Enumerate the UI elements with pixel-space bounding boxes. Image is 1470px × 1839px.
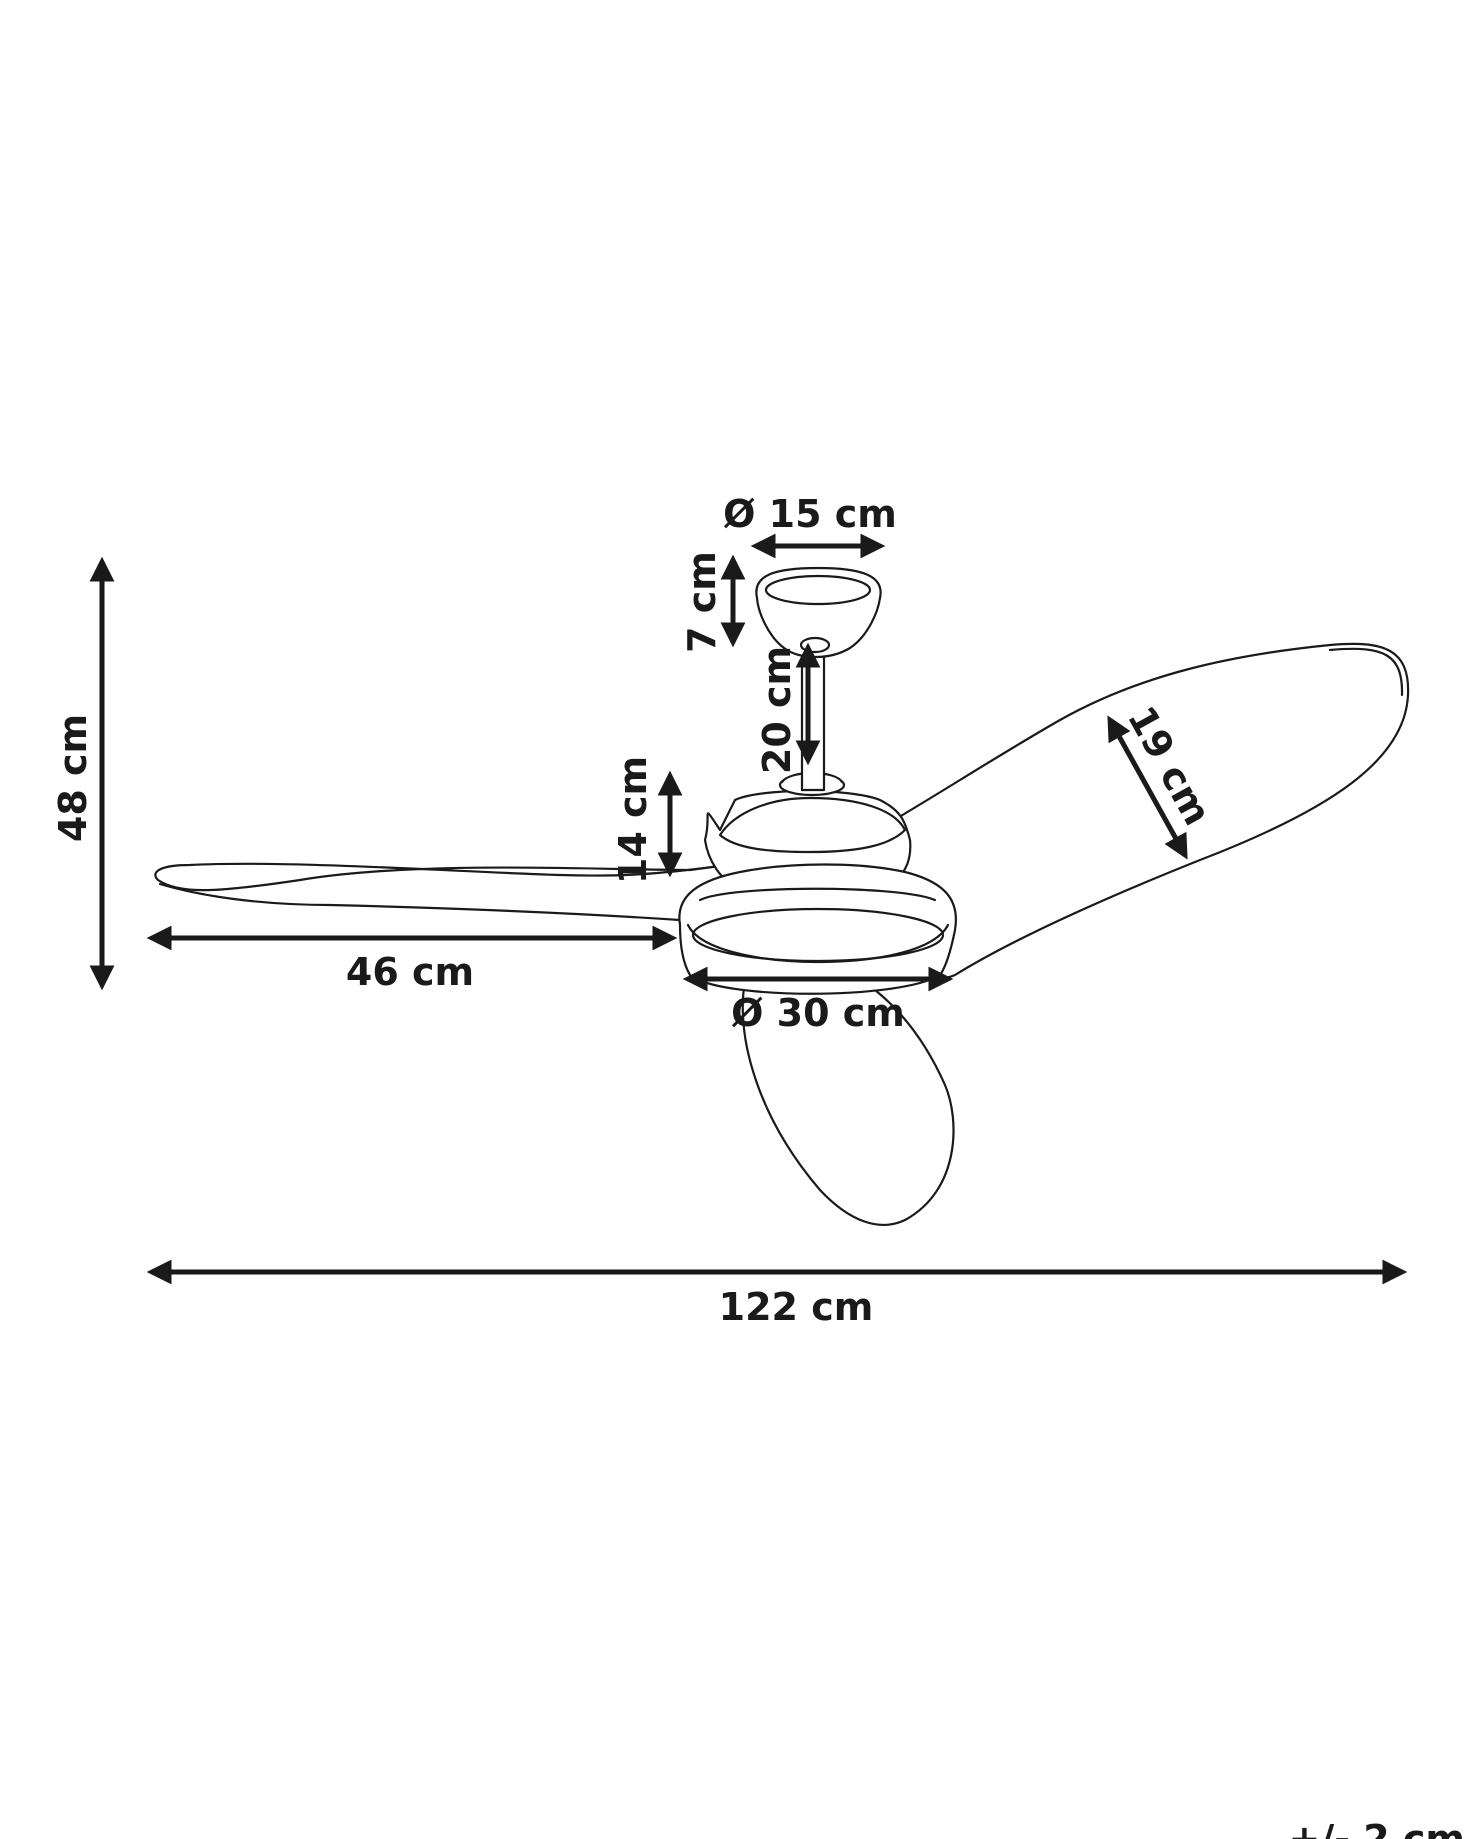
blade-length-label: 46 cm: [346, 950, 474, 994]
tolerance-label: +/- 2 cm: [1288, 1817, 1465, 1839]
motor-height-label: 14 cm: [611, 756, 655, 884]
downrod: [800, 638, 826, 792]
motor-top: [718, 796, 907, 854]
bottom-blade: [741, 978, 955, 1227]
light-kit-housing: [678, 863, 957, 995]
mount-diameter-label: Ø 15 cm: [723, 492, 897, 536]
light-diameter-label: Ø 30 cm: [731, 991, 905, 1035]
canopy-hole: [799, 636, 831, 654]
overall-height-label: 48 cm: [51, 714, 95, 842]
overall-span-label: 122 cm: [719, 1285, 874, 1329]
blade-width-arrow: [1107, 715, 1188, 860]
left-blade-underside: [158, 882, 682, 922]
right-blade-edge: [1328, 647, 1404, 697]
mount-height-label: 7 cm: [680, 551, 724, 653]
canopy-top: [764, 574, 872, 606]
light-kit-rim-upper: [698, 887, 937, 902]
light-kit-band: [691, 907, 945, 963]
left-blade: [154, 862, 722, 892]
rod-length-label: 20 cm: [755, 646, 799, 774]
dimension-lines: [89, 533, 1408, 1285]
